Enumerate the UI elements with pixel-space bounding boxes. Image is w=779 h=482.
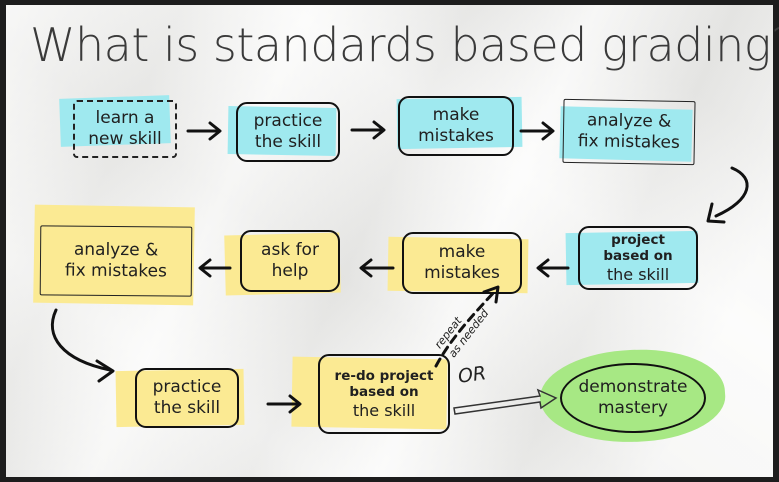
step-practice-skill-again: practice the skill — [135, 368, 239, 428]
arrow-project-to-mistakes — [536, 258, 570, 278]
step-redo-project: re-do project based on the skill — [318, 354, 450, 434]
step-redo-line3: the skill — [352, 400, 416, 420]
note-or: OR — [456, 362, 488, 388]
step-learn-line2: new skill — [88, 129, 162, 149]
arrow-practice-to-redo — [266, 394, 302, 414]
step-practice-line2: the skill — [254, 132, 322, 152]
step-redo-line1: re-do project — [334, 367, 434, 384]
arrow-practice-to-mistakes — [350, 120, 386, 140]
arrow-mistakes-to-analyze — [519, 121, 555, 141]
step-project-line1: project — [611, 231, 665, 248]
arrow-learn-to-practice — [186, 121, 222, 141]
step-practice-skill: practice the skill — [236, 102, 340, 162]
step-project-line2: based on — [603, 248, 673, 265]
arrow-help-to-analyze — [198, 258, 232, 278]
step-make-mistakes-again: make mistakes — [402, 232, 522, 294]
step-practice2-line1: practice — [152, 377, 222, 398]
step-project-based-on-skill: project based on the skill — [578, 226, 698, 290]
step-mistakes-line1: make — [432, 105, 480, 126]
arrow-redo-to-mastery — [453, 388, 558, 415]
arrow-analyze-to-project — [706, 166, 749, 224]
step-project-line3: the skill — [606, 264, 670, 284]
arrow-repeat-loop — [434, 285, 500, 368]
step-redo-line2: based on — [349, 384, 419, 401]
step-ask-for-help: ask for help — [240, 230, 340, 292]
step-help-line1: ask for — [261, 240, 319, 261]
arrow-analyze-to-practice — [50, 308, 115, 383]
arrow-mistakes-to-help — [359, 258, 395, 278]
step-mastery-line1: demonstrate — [578, 377, 688, 398]
step-mistakes-line2: mistakes — [418, 126, 494, 146]
step-learn-new-skill: learn a new skill — [73, 100, 177, 158]
step-demonstrate-mastery: demonstrate mastery — [560, 363, 706, 433]
step-mastery-line2: mastery — [597, 398, 668, 418]
step-learn-line1: learn a — [95, 108, 155, 129]
step-help-line2: help — [271, 261, 309, 281]
step-mistakes2-line2: mistakes — [424, 263, 500, 283]
page-title: What is standards based grading? — [30, 18, 779, 72]
step-practice2-line2: the skill — [153, 398, 221, 418]
step-practice-line1: practice — [253, 111, 323, 132]
step-make-mistakes: make mistakes — [398, 96, 514, 156]
step-mistakes2-line1: make — [438, 242, 486, 263]
